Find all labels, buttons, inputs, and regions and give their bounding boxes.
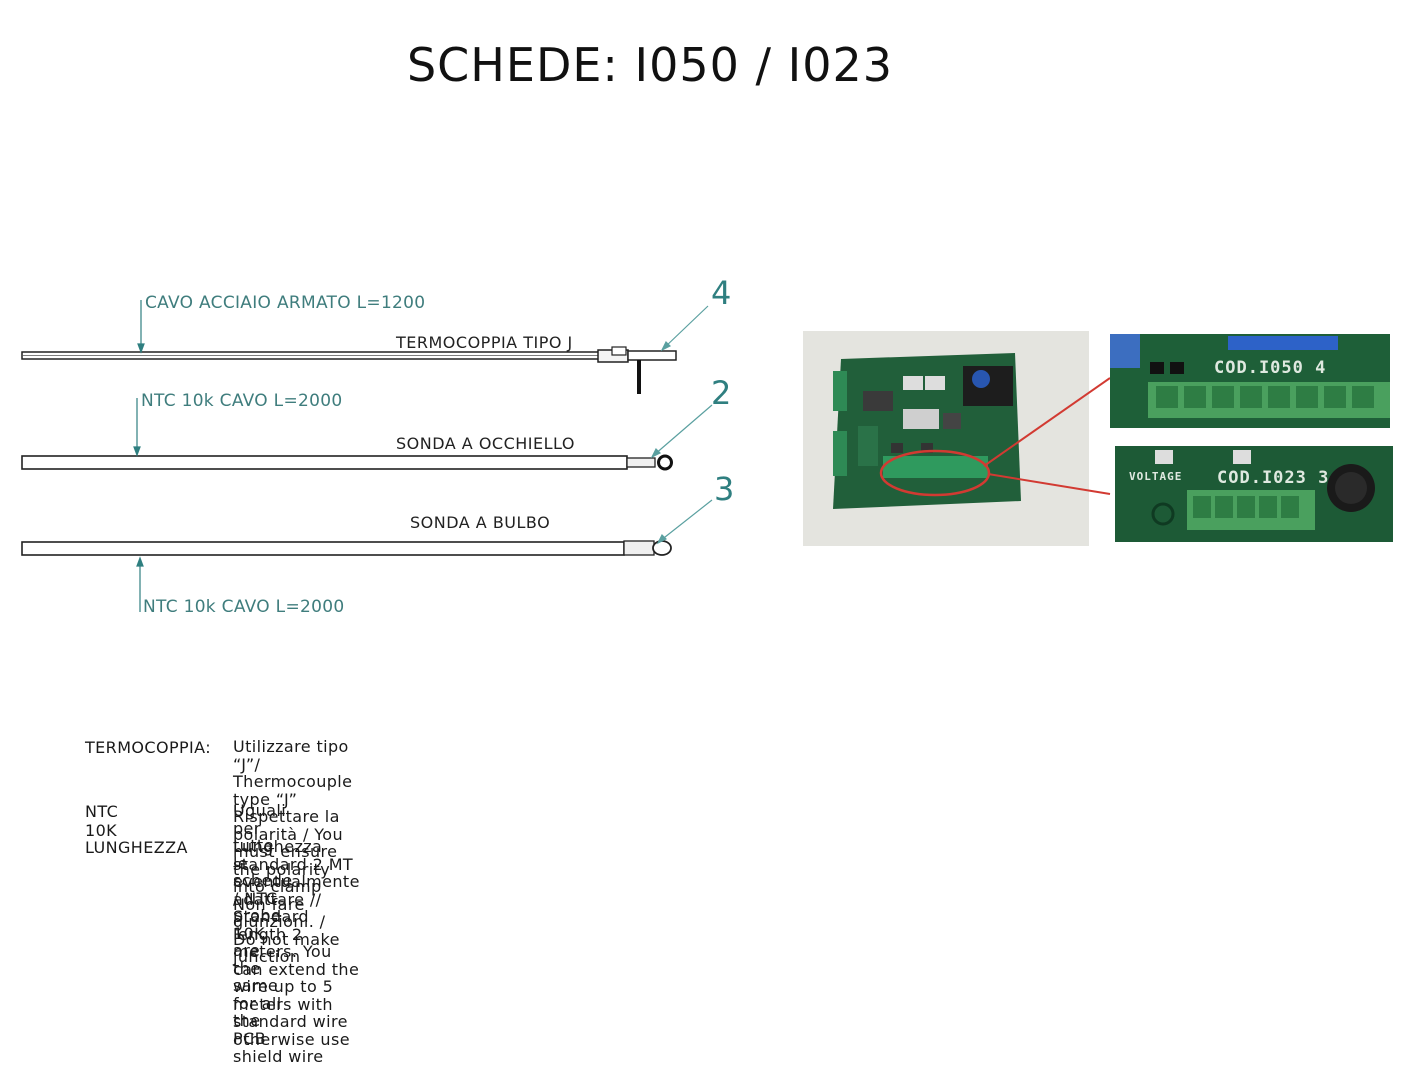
board-illustration (803, 331, 1089, 546)
board-photo (803, 331, 1089, 546)
zoom-i050-code: COD.I050 4 (1214, 358, 1327, 378)
note-key: TERMOCOPPIA: (85, 738, 212, 757)
cable-note-ring: NTC 10k CAVO L=2000 (141, 391, 343, 411)
note-key: LUNGHEZZA (85, 838, 188, 857)
zoom-callout-lines (983, 377, 1111, 495)
ring-probe (21, 454, 673, 471)
cable-note-bulb: NTC 10k CAVO L=2000 (143, 597, 345, 617)
probe-number-3: 3 (714, 470, 735, 508)
board-zoom-i050: COD.I050 4 (1110, 334, 1390, 428)
note-line: Utilizzare tipo “J”/ Thermocouple type “… (233, 737, 353, 809)
probe-label-bulb: SONDA A BULBO (410, 513, 551, 532)
cable-note-thermocouple: CAVO ACCIAIO ARMATO L=1200 (145, 293, 426, 313)
probe-number-4: 4 (711, 274, 732, 312)
note-key: NTC 10K (85, 802, 119, 840)
note-line: Lunghezza standard 2 MT eventualmente ad… (233, 837, 360, 1014)
note-line: standard wire otherwise use shield wire (233, 1012, 350, 1066)
probe-label-thermocouple: TERMOCOPPIA TIPO J (396, 333, 573, 352)
probe-diagram (21, 300, 713, 612)
board-zoom-i023: VOLTAGE COD.I023 3 (1115, 446, 1393, 542)
zoom-i050-illustration (1110, 334, 1390, 428)
zoom-i023-code: COD.I023 3 (1217, 468, 1330, 488)
probe-number-2: 2 (711, 374, 732, 412)
probe-label-ring: SONDA A OCCHIELLO (396, 434, 575, 453)
page-title: SCHEDE: I050 / I023 (406, 38, 894, 92)
bulb-probe (21, 540, 672, 556)
thermocouple-probe (21, 346, 677, 394)
note-line: Rispettare la polarità / You must ensure… (233, 807, 344, 896)
zoom-i023-illustration (1115, 446, 1393, 542)
zoom-voltage-label: VOLTAGE (1129, 470, 1183, 483)
